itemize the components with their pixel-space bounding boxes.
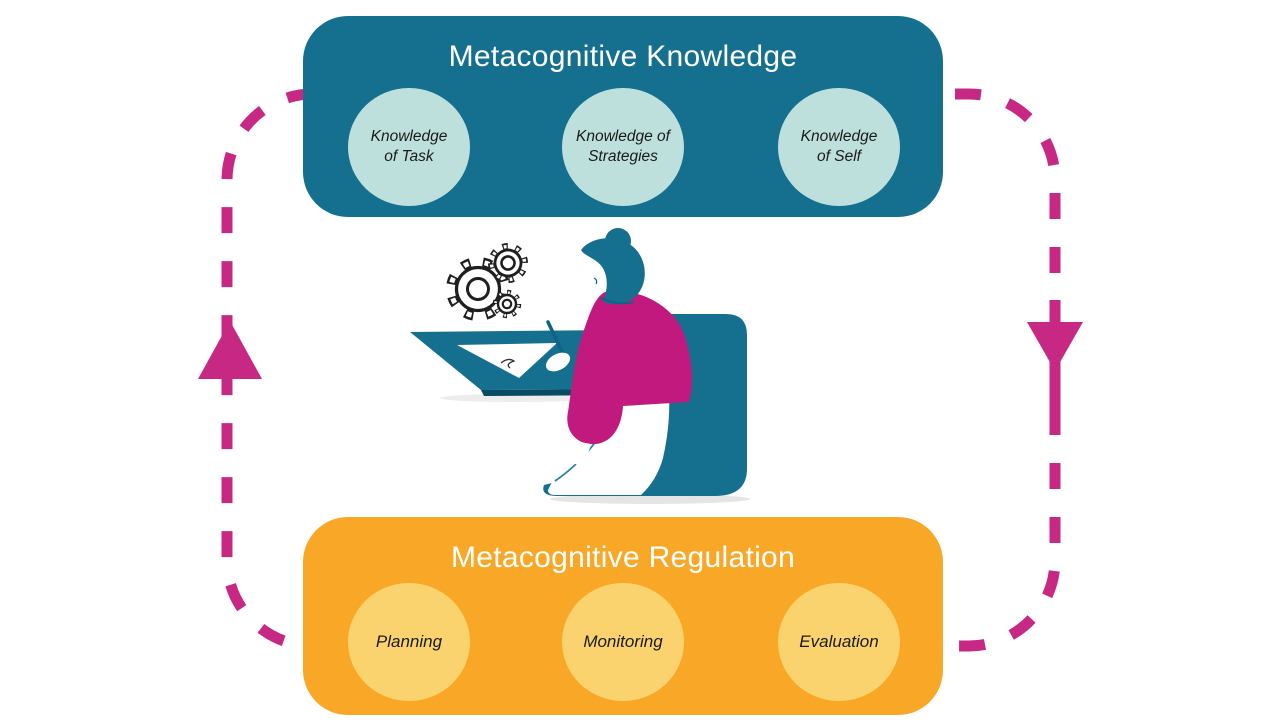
person-collar bbox=[600, 297, 635, 305]
circle-monitoring: Monitoring bbox=[562, 583, 684, 701]
circle-label: Knowledge of Strategies bbox=[576, 127, 670, 165]
circle-label: Monitoring bbox=[583, 631, 663, 651]
circle-label: Knowledge of Self bbox=[800, 127, 878, 165]
circle-planning: Planning bbox=[348, 583, 470, 701]
up-arrowhead-icon bbox=[198, 321, 262, 379]
circle-label: Knowledge of Task bbox=[370, 127, 448, 165]
down-arrowhead-icon bbox=[1027, 322, 1083, 371]
pen bbox=[546, 320, 567, 360]
circle-knowledge-of-task: Knowledge of Task bbox=[348, 88, 470, 206]
person-hand-lower bbox=[567, 440, 591, 468]
circle-knowledge-of-strategies: Knowledge of Strategies bbox=[562, 88, 684, 206]
knowledge-box: Metacognitive Knowledge Knowledge of Tas… bbox=[303, 16, 943, 217]
regulation-box-title: Metacognitive Regulation bbox=[450, 541, 796, 574]
shadow bbox=[440, 394, 750, 504]
gears-icon bbox=[446, 243, 528, 321]
person-hair-bun bbox=[605, 228, 631, 254]
person-legs bbox=[548, 392, 670, 495]
circle-label: Planning bbox=[375, 631, 443, 651]
knowledge-box-title: Metacognitive Knowledge bbox=[448, 40, 798, 73]
circle-label: Evaluation bbox=[799, 631, 879, 651]
person-torso bbox=[567, 291, 692, 445]
person-writing-illustration bbox=[410, 228, 750, 504]
dashed-cycle-path bbox=[221, 88, 1061, 652]
person-hair bbox=[581, 238, 645, 305]
regulation-box: Metacognitive Regulation Planning Monito… bbox=[303, 517, 943, 715]
person bbox=[545, 228, 692, 495]
circle-knowledge-of-self: Knowledge of Self bbox=[778, 88, 900, 206]
circle-evaluation: Evaluation bbox=[778, 583, 900, 701]
person-hand bbox=[545, 352, 571, 372]
